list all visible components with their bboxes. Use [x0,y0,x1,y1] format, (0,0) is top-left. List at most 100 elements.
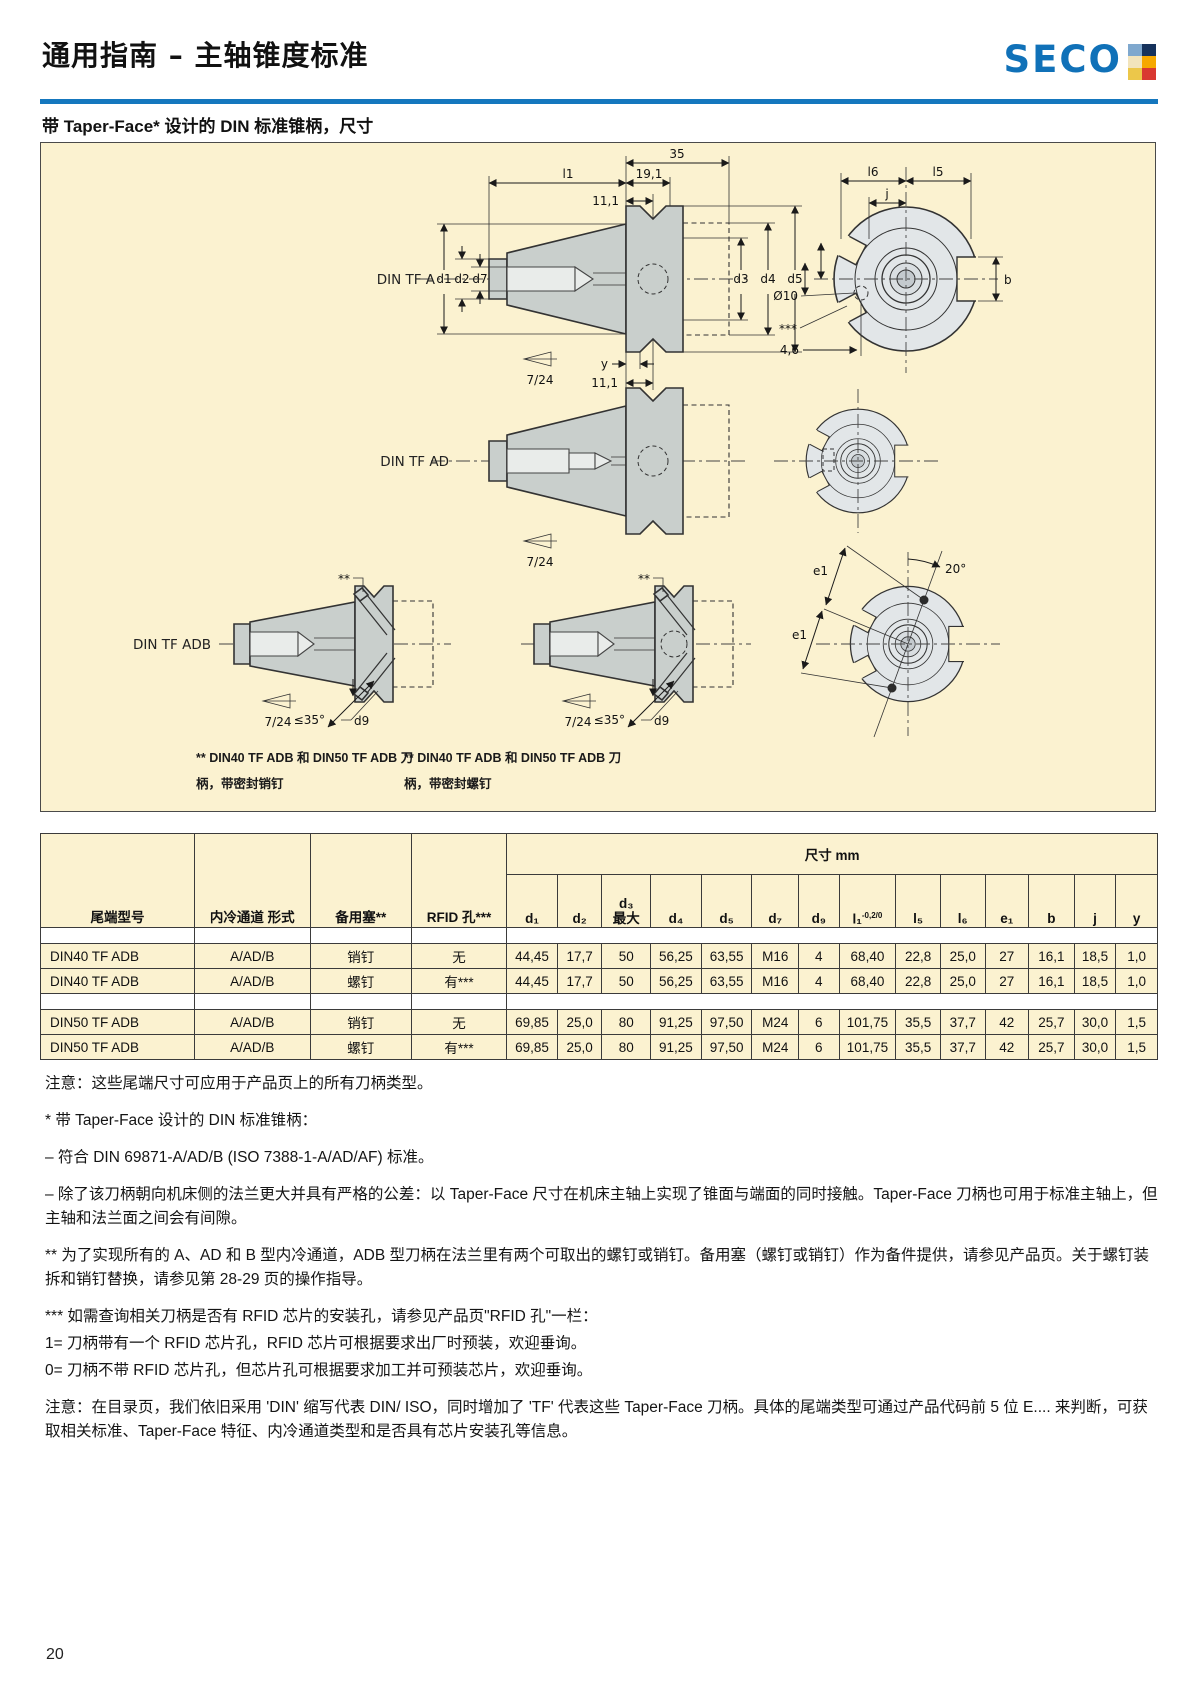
cell-dim: 37,7 [939,1009,986,1035]
note-coolant-plugs: ** 为了实现所有的 A、AD 和 B 型内冷通道，ADB 型刀柄在法兰里有两个… [45,1247,1149,1289]
cell-dim: 80 [601,1034,652,1060]
note-flange-tolerance: – 除了该刀柄朝向机床侧的法兰更大并具有严格的公差：以 Taper-Face 尺… [45,1186,1158,1228]
dimensions-table: 尾端型号 内冷通道 形式 备用塞** RFID 孔*** 尺寸 mm d₁ d₂… [39,833,1158,1060]
note-stars3: *** [779,322,797,336]
cell-dim: 22,8 [895,943,941,969]
note-catalog-naming: 注意：在目录页，我们依旧采用 'DIN' 缩写代表 DIN/ ISO，同时增加了… [45,1399,1148,1441]
dim-angle-35: ≤35° [594,713,625,727]
cell-dim: 35,5 [895,1009,941,1035]
label-din-tf-ad: DIN TF AD [380,454,449,470]
cell-plug: 销钉 [309,943,412,969]
cell-dim: 68,40 [838,943,897,969]
cell-dim: 1,5 [1115,1034,1158,1060]
footnotes: 注意：这些尾端尺寸可应用于产品页上的所有刀柄类型。 * 带 Taper-Face… [45,1072,1161,1457]
col-header-d1: d₁ [506,874,558,928]
taper-shank-drawings: DIN TF A d1 d2 d7 35 l1 19,1 11,1 d3 d4 … [133,147,1012,738]
cell-dim: 6 [798,1009,840,1035]
cell-dim: 97,50 [700,1034,753,1060]
col-header-j: j [1073,874,1117,928]
cell-dim: 22,8 [895,968,941,994]
col-header-l1: l₁-0,2/0 [838,874,897,928]
seco-logo-squares-icon [1128,44,1156,80]
note-taper-face-heading: * 带 Taper-Face 设计的 DIN 标准锥柄： [45,1112,318,1130]
col-header-rfid: RFID 孔*** [410,833,508,928]
dim-d4: d4 [760,272,775,286]
cell-dim: 27 [984,968,1030,994]
header-rule [40,99,1158,104]
caption-adb-pin: ** DIN40 TF ADB 和 DIN50 TF ADB 刀柄，带密封销钉 [196,751,414,792]
col-header-l6: l₆ [939,874,986,928]
dim-d5: d5 [787,272,802,286]
dim-20deg: 20° [945,562,966,576]
seco-logo-text: SECO [1003,38,1122,81]
taper-ratio: 7/24 [565,715,592,729]
col-header-l5: l₅ [895,874,941,928]
cell-dim: 69,85 [506,1034,558,1060]
col-header-d7: d₇ [751,874,800,928]
note-stars2: ** [638,572,650,586]
cell-plug: 螺钉 [309,968,412,994]
dim-b: b [1004,273,1012,287]
note-rfid-intro: *** 如需查询相关刀柄是否有 RFID 芯片的安装孔，请参见产品页"RFID … [45,1308,598,1326]
cell-dim: 44,45 [506,943,558,969]
cell-dim: 16,1 [1028,968,1075,994]
cell-dim: 42 [984,1009,1030,1035]
taper-symbol-icon [561,693,596,709]
seco-logo: SECO [1003,38,1156,81]
col-header-d4: d₄ [650,874,702,928]
col-header-d2: d₂ [556,874,603,928]
dim-l1: l1 [563,167,574,181]
cell-dim: 17,7 [556,943,603,969]
cell-dim: 50 [601,943,652,969]
cell-dim: 25,7 [1028,1009,1075,1035]
drawing-din-tf-adb: ** DIN TF ADB 7/24 ≤35° d9 [133,545,1000,738]
cell-dim: 1,0 [1115,968,1158,994]
taper-ratio: 7/24 [527,555,554,569]
col-header-dimensions-mm: 尺寸 mm [506,833,1158,875]
cell-dim: 91,25 [650,1009,702,1035]
cell-dim: 25,0 [556,1034,603,1060]
table-separator-row [39,927,1158,944]
dim-d2: d2 [454,272,469,286]
cell-coolant: A/AD/B [194,1009,311,1035]
cell-dim: 18,5 [1073,943,1117,969]
cell-rfid: 无 [410,1009,508,1035]
cell-dim: 30,0 [1073,1009,1117,1035]
dim-j: j [884,187,888,201]
dim-y: y [601,357,608,371]
col-header-y: y [1115,874,1158,928]
dim-l6: l6 [868,165,879,179]
taper-ratio: 7/24 [265,715,292,729]
dim-d3: d3 [733,272,748,286]
cell-dim: M16 [751,968,800,994]
cell-rfid: 有*** [410,1034,508,1060]
cell-rfid: 无 [410,943,508,969]
taper-ratio: 7/24 [527,373,554,387]
cell-dim: 80 [601,1009,652,1035]
dim-11-1-bottom: 11,1 [591,376,618,390]
col-header-d9: d₉ [798,874,840,928]
page-number: 20 [46,1646,64,1663]
note-rfid-0: 0= 刀柄不带 RFID 芯片孔，但芯片孔可根据要求加工并可预装芯片，欢迎垂询。 [45,1362,593,1380]
col-header-plug: 备用塞** [309,833,412,928]
dim-d1: d1 [436,272,451,286]
cell-rfid: 有*** [410,968,508,994]
note-stars2: ** [338,572,350,586]
dim-35: 35 [669,147,684,161]
col-header-coolant: 内冷通道 形式 [194,833,311,928]
cell-dim: 30,0 [1073,1034,1117,1060]
cell-plug: 销钉 [309,1009,412,1035]
table-row: DIN40 TF ADB A/AD/B 螺钉 有*** 44,45 17,7 5… [39,968,1158,994]
cell-dim: 44,45 [506,968,558,994]
cell-dim: 16,1 [1028,943,1075,969]
cell-dim: 42 [984,1034,1030,1060]
label-din-tf-a: DIN TF A [377,272,436,288]
dim-e1: e1 [813,564,828,578]
section-subtitle: 带 Taper-Face* 设计的 DIN 标准锥柄，尺寸 [42,117,374,136]
cell-dim: M24 [751,1034,800,1060]
cell-coolant: A/AD/B [194,1034,311,1060]
cell-dim: 25,0 [939,943,986,969]
page-title: 通用指南 – 主轴锥度标准 [42,39,369,72]
table-row: DIN50 TF ADB A/AD/B 螺钉 有*** 69,85 25,0 8… [39,1034,1158,1060]
